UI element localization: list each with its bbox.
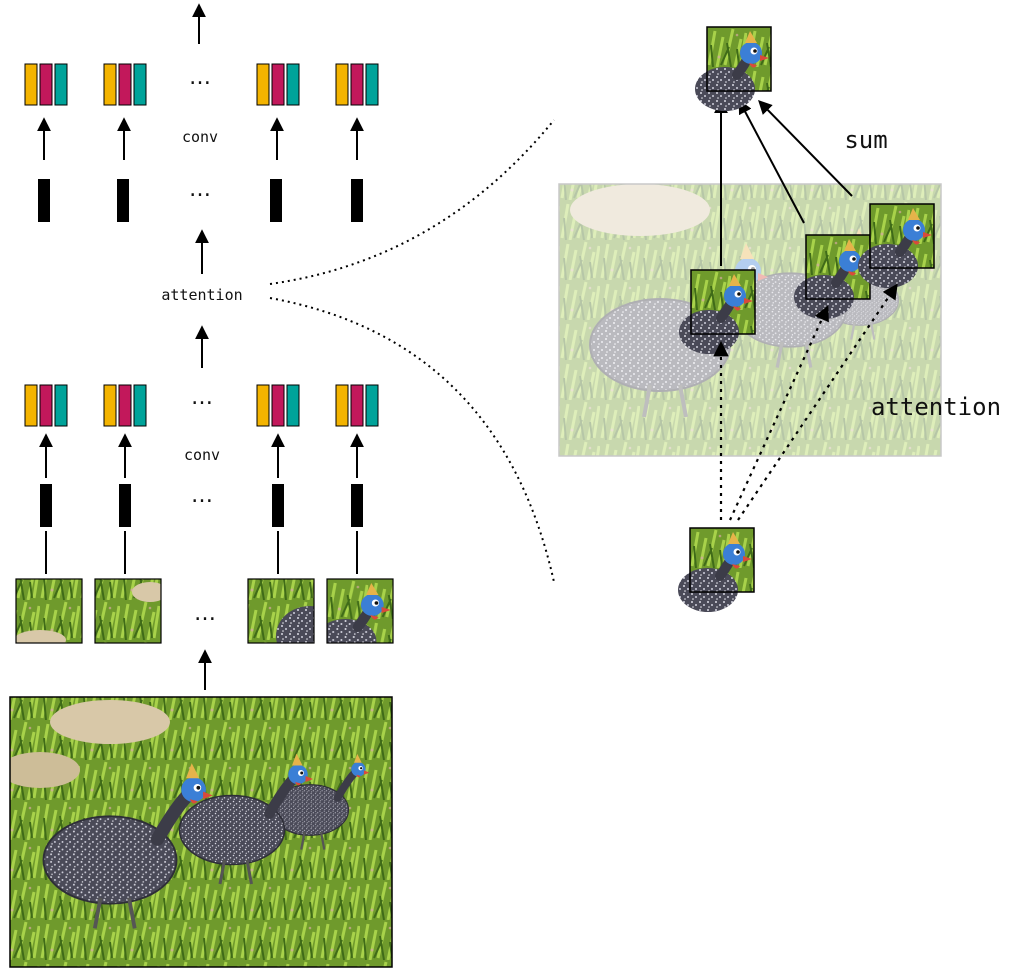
token-bar	[351, 179, 363, 222]
attention-label-left: attention	[161, 286, 242, 304]
token-row-lower	[40, 484, 363, 527]
attention-context-frame	[558, 183, 942, 457]
key-patch	[858, 204, 934, 288]
token-bar	[38, 179, 50, 222]
token-bar	[117, 179, 129, 222]
input-photo	[10, 697, 392, 967]
zoom-curve-bottom	[269, 297, 555, 583]
ellipsis-tokens-lower: …	[191, 483, 213, 508]
input-photo-frame	[9, 696, 393, 968]
token-bar	[351, 484, 363, 527]
ellipsis-tokens-upper: …	[189, 177, 211, 202]
attention-arrows	[713, 283, 898, 521]
conv-label-upper: conv	[182, 128, 218, 146]
token-row-upper	[38, 179, 363, 222]
feature-vector	[335, 63, 379, 106]
feature-vector	[103, 384, 147, 427]
attention-label-right: attention	[871, 393, 1001, 421]
feature-vector	[24, 63, 68, 106]
token-bar	[270, 179, 282, 222]
feature-vector	[256, 63, 300, 106]
arrows-conv-lower	[39, 433, 364, 478]
query-patch	[678, 528, 754, 612]
feature-vector	[335, 384, 379, 427]
ellipsis-patches: …	[194, 601, 216, 626]
zoom-curve-top	[269, 119, 555, 285]
ellipsis-features-upper: …	[189, 65, 211, 90]
token-bar	[40, 484, 52, 527]
token-bar	[119, 484, 131, 527]
feature-vector	[256, 384, 300, 427]
feature-row-upper	[24, 63, 379, 106]
token-bar	[272, 484, 284, 527]
sum-arrows	[714, 99, 853, 266]
sum-label: sum	[844, 126, 887, 154]
feature-vector	[103, 63, 147, 106]
output-patch	[695, 27, 771, 111]
conv-label-lower: conv	[184, 446, 220, 464]
image-patch	[315, 579, 393, 663]
feature-vector	[24, 384, 68, 427]
arrows-conv-upper	[37, 117, 364, 160]
ellipsis-features-lower: …	[191, 385, 213, 410]
image-patch	[95, 579, 161, 643]
patch-connectors	[45, 531, 358, 574]
image-patch	[16, 579, 82, 643]
image-patch	[248, 579, 314, 643]
key-patch	[679, 270, 755, 354]
feature-row-lower	[24, 384, 379, 427]
